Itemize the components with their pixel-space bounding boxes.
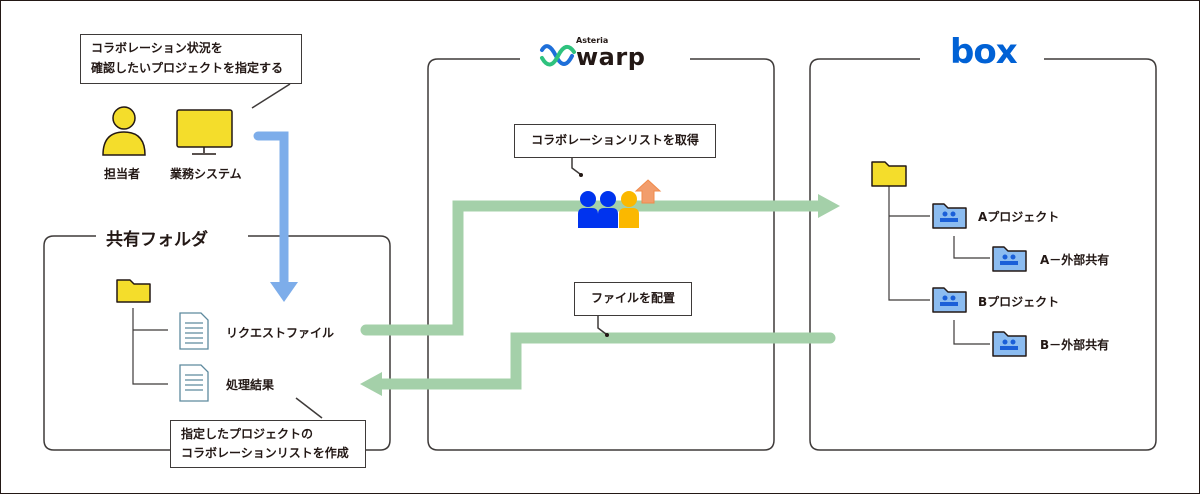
- get-list-callout: コラボレーションリストを取得: [514, 124, 716, 158]
- warp-logo-small: Asteria: [576, 36, 609, 45]
- result-file-icon: [179, 364, 209, 402]
- project-b-shared-folder-icon: [992, 331, 1027, 357]
- box-root-folder-icon: [871, 161, 907, 187]
- project-a-shared-label: A－外部共有: [1040, 253, 1110, 267]
- shared-root-folder-icon: [116, 279, 151, 303]
- blue-arrow-head: [270, 282, 298, 302]
- blue-arrow-line: [253, 131, 289, 290]
- request-file-icon: [179, 312, 209, 350]
- top-callout: コラボレーション状況を 確認したいプロジェクトを指定する: [80, 34, 302, 84]
- monitor-icon: [176, 109, 233, 155]
- warp-logo-text: warp: [576, 43, 646, 71]
- place-callout-pointer: [597, 316, 607, 335]
- warp-logo: Asteria warp: [576, 36, 646, 71]
- green-arrow-to-shared: [360, 372, 382, 396]
- box-tree-lines: [888, 186, 990, 345]
- warp-logo-icon: [540, 44, 576, 67]
- shared-tree-lines: [132, 308, 168, 385]
- result-callout-pointer: [295, 397, 323, 419]
- green-arrow-to-box: [818, 194, 840, 218]
- request-file-label: リクエストファイル: [226, 326, 335, 340]
- box-panel: [809, 58, 1157, 451]
- green-flow-to-box: [360, 200, 828, 336]
- shared-folder-panel: [43, 235, 391, 451]
- project-b-shared-label: B－外部共有: [1040, 338, 1110, 352]
- project-a-folder-icon: [932, 203, 967, 229]
- person-label: 担当者: [104, 167, 141, 181]
- shared-folder-title: 共有フォルダ: [96, 225, 218, 250]
- box-logo: box: [944, 30, 1023, 74]
- system-label: 業務システム: [170, 167, 242, 181]
- person-icon: [102, 106, 146, 156]
- green-flow-from-box: [372, 332, 836, 390]
- project-a-label: Aプロジェクト: [978, 210, 1060, 224]
- project-a-shared-folder-icon: [992, 246, 1027, 272]
- top-callout-pointer: [251, 83, 291, 109]
- collaborators-icon: [578, 179, 662, 228]
- warp-panel: [427, 58, 775, 451]
- project-b-label: Bプロジェクト: [978, 295, 1060, 309]
- place-file-callout: ファイルを配置: [574, 282, 692, 316]
- project-b-folder-icon: [932, 287, 967, 313]
- result-file-label: 処理結果: [226, 378, 275, 392]
- upload-arrow-icon: [634, 179, 662, 204]
- get-callout-pointer: [571, 156, 581, 175]
- result-callout: 指定したプロジェクトの コラボレーションリストを作成: [170, 420, 366, 468]
